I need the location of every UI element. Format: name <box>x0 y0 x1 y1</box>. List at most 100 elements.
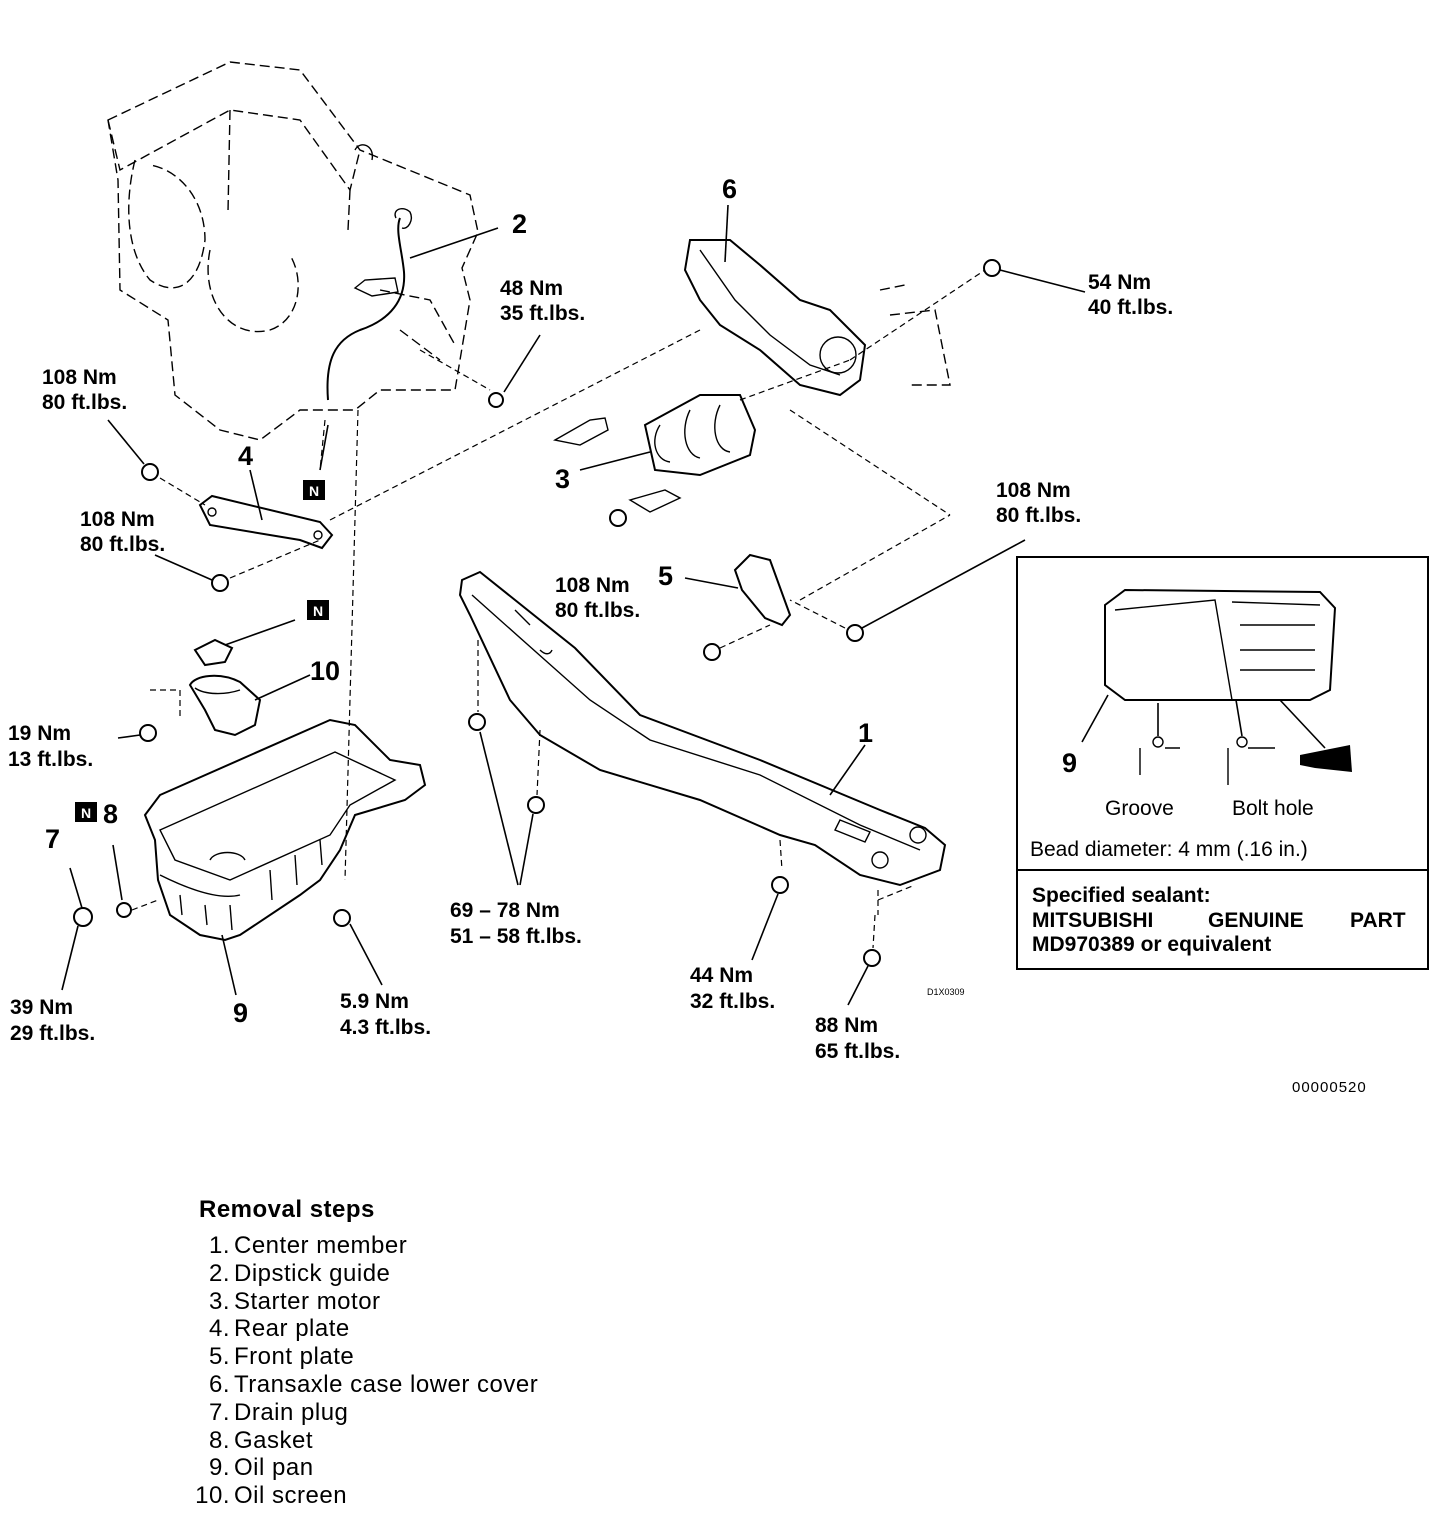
svg-text:N: N <box>309 483 319 499</box>
figure-code-main: 00000520 <box>1292 1079 1367 1096</box>
removal-step-item: 8.Gasket <box>186 1427 786 1455</box>
removal-step-text: Front plate <box>234 1343 355 1371</box>
callout-4: 4 <box>238 441 253 471</box>
callout-box-9: 9 <box>1062 748 1077 778</box>
torque-69-nm: 69 – 78 Nm <box>450 899 560 922</box>
bead-diameter-label: Bead diameter: 4 mm (.16 in.) <box>1030 838 1308 861</box>
torque-48-nm: 48 Nm <box>500 277 563 300</box>
torque-108c-nm: 108 Nm <box>996 479 1071 502</box>
callout-3: 3 <box>555 464 570 494</box>
removal-step-item: 10.Oil screen <box>186 1482 786 1510</box>
transaxle-case-lower-cover <box>683 204 986 397</box>
removal-step-number: 8. <box>208 1426 230 1454</box>
spec-line2-c: PART <box>1350 909 1406 932</box>
torque-88-nm: 88 Nm <box>815 1014 878 1037</box>
removal-step-item: 5.Front plate <box>186 1343 786 1371</box>
engine-guide-lines <box>319 329 701 881</box>
removal-step-item: 2.Dipstick guide <box>186 1260 786 1288</box>
callout-7: 7 <box>45 824 60 854</box>
sealant-detail-box <box>1016 556 1429 970</box>
removal-step-text: Transaxle case lower cover <box>234 1370 539 1398</box>
removal-step-number: 1. <box>208 1232 230 1259</box>
torque-108b-nm: 108 Nm <box>80 508 155 531</box>
torque-44-ft: 32 ft.lbs. <box>690 990 775 1013</box>
groove-label: Groove <box>1105 797 1174 820</box>
removal-step-text: Gasket <box>234 1426 314 1454</box>
torque-88-ft: 65 ft.lbs. <box>815 1040 900 1063</box>
torque-108a-nm: 108 Nm <box>42 366 117 389</box>
callout-10: 10 <box>310 656 340 686</box>
torque-19-ft: 13 ft.lbs. <box>8 748 93 771</box>
torque-44-nm: 44 Nm <box>690 964 753 987</box>
removal-step-item: 3.Starter motor <box>186 1288 786 1316</box>
bolt-44nm <box>751 876 789 961</box>
spec-line2-b: GENUINE <box>1208 909 1304 932</box>
callout-9: 9 <box>233 998 248 1028</box>
starter-motor <box>553 359 951 527</box>
removal-step-number: 9. <box>208 1454 230 1482</box>
torque-108a-ft: 80 ft.lbs. <box>42 391 127 414</box>
gasket <box>112 844 159 918</box>
removal-step-item: 6.Transaxle case lower cover <box>186 1371 786 1399</box>
callout-2: 2 <box>512 209 527 239</box>
n-mark-2: N <box>307 600 329 620</box>
removal-step-text: Oil pan <box>234 1454 314 1482</box>
removal-step-number: 7. <box>208 1398 230 1426</box>
drain-plug <box>61 867 93 991</box>
oil-screen <box>150 619 311 737</box>
rear-plate <box>107 419 334 592</box>
removal-step-item: 4.Rear plate <box>186 1315 786 1343</box>
bolt-88nm <box>847 914 881 1006</box>
bolts-69-78nm <box>468 640 545 886</box>
spec-line3: MD970389 or equivalent <box>1032 933 1271 956</box>
bolt-54nm <box>983 259 1086 293</box>
bolt-19nm <box>117 724 157 742</box>
removal-step-text: Drain plug <box>234 1398 349 1426</box>
bolt-hole-label: Bolt hole <box>1232 797 1314 820</box>
removal-step-item: 9.Oil pan <box>186 1454 786 1482</box>
bolt-48nm <box>488 334 541 408</box>
torque-108d-ft: 80 ft.lbs. <box>555 599 640 622</box>
callout-8: 8 <box>103 799 118 829</box>
torque-19-nm: 19 Nm <box>8 722 71 745</box>
torque-108b-ft: 80 ft.lbs. <box>80 533 165 556</box>
removal-step-text: Oil screen <box>234 1482 348 1510</box>
removal-step-item: 1.Center member <box>186 1232 786 1260</box>
torque-5-9-nm: 5.9 Nm <box>340 990 409 1013</box>
callout-1: 1 <box>858 718 873 748</box>
torque-54-ft: 40 ft.lbs. <box>1088 296 1173 319</box>
removal-step-number: 10. <box>195 1482 230 1510</box>
torque-5-9-ft: 4.3 ft.lbs. <box>340 1016 431 1039</box>
removal-step-number: 3. <box>208 1287 230 1315</box>
removal-step-text: Dipstick guide <box>234 1259 391 1287</box>
dipstick-guide <box>326 208 499 401</box>
torque-54-nm: 54 Nm <box>1088 271 1151 294</box>
removal-steps-title: Removal steps <box>199 1196 375 1223</box>
removal-step-number: 2. <box>208 1259 230 1287</box>
torque-69-ft: 51 – 58 ft.lbs. <box>450 925 582 948</box>
svg-text:N: N <box>81 805 91 821</box>
svg-text:N: N <box>313 603 323 619</box>
removal-step-text: Center member <box>234 1232 408 1259</box>
oil-pan <box>143 718 427 996</box>
spec-line2-a: MITSUBISHI <box>1032 909 1153 932</box>
removal-step-number: 5. <box>208 1343 230 1371</box>
front-plate <box>684 514 1026 661</box>
part-callouts: 2 6 3 4 5 10 1 8 7 9 9 <box>45 174 1077 1028</box>
torque-108c-ft: 80 ft.lbs. <box>996 504 1081 527</box>
n-mark-3: N <box>75 802 97 822</box>
removal-step-item: 7.Drain plug <box>186 1399 786 1427</box>
removal-step-number: 6. <box>208 1370 230 1398</box>
center-member <box>458 570 947 915</box>
removal-step-number: 4. <box>208 1315 230 1343</box>
callout-6: 6 <box>722 174 737 204</box>
torque-labels: 48 Nm 35 ft.lbs. 54 Nm 40 ft.lbs. 108 Nm… <box>8 271 1173 1063</box>
torque-48-ft: 35 ft.lbs. <box>500 302 585 325</box>
torque-108d-nm: 108 Nm <box>555 574 630 597</box>
sealant-box-text: Groove Bolt hole Bead diameter: 4 mm (.1… <box>1030 797 1406 956</box>
torque-39-ft: 29 ft.lbs. <box>10 1022 95 1045</box>
figure-codes: D1X0309 00000520 <box>927 987 1367 1096</box>
